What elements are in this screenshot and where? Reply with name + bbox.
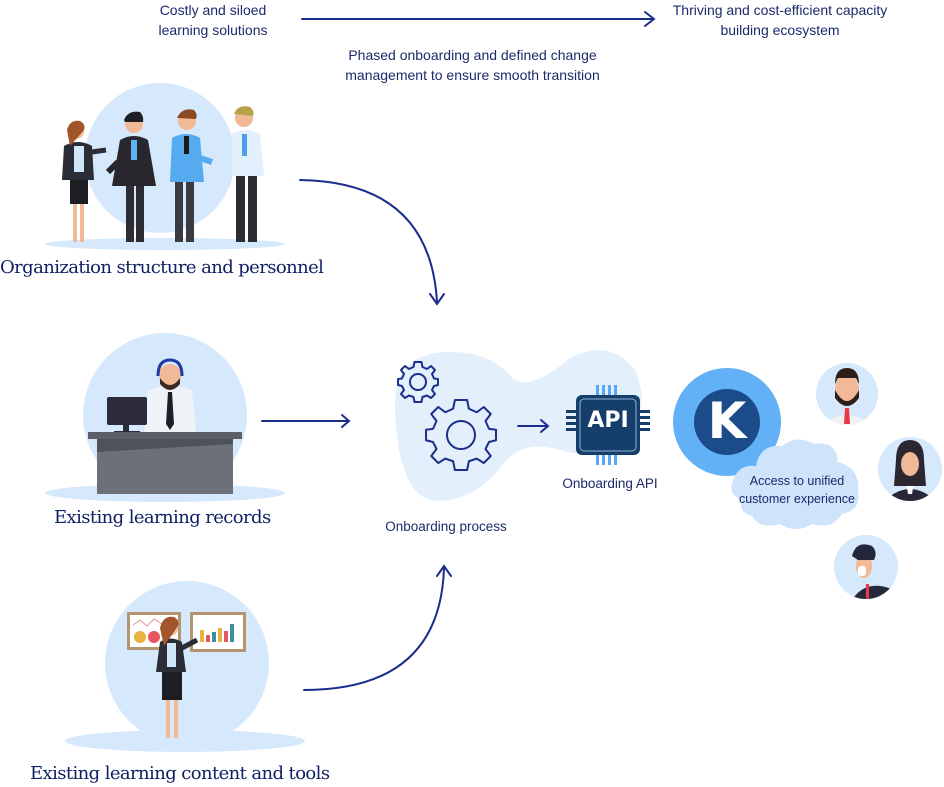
api-chip-text: API xyxy=(587,408,629,433)
cloud-label: Access to unified customer experience xyxy=(738,474,856,506)
customer-avatar-woman xyxy=(878,437,942,501)
arrow-from-organization xyxy=(299,179,438,303)
api-label: Onboarding API xyxy=(562,476,658,491)
to-state-label: Thriving and cost-efficient capacity bui… xyxy=(672,2,888,38)
transition-arrow xyxy=(301,11,656,27)
team-illustration xyxy=(45,83,285,250)
transition-label: Phased onboarding and defined change man… xyxy=(345,47,600,83)
input-label-organization: Organization structure and personnel xyxy=(0,257,324,278)
process-label: Onboarding process xyxy=(385,519,507,534)
gears-icon xyxy=(397,361,498,472)
desk-agent-illustration xyxy=(45,333,285,502)
input-label-content: Existing learning content and tools xyxy=(30,763,330,784)
input-label-records: Existing learning records xyxy=(54,507,271,528)
k-logo-letter: K xyxy=(707,392,747,450)
from-state-label: Costly and siloed learning solutions xyxy=(158,2,268,38)
customer-avatar-man-on-phone xyxy=(834,535,898,599)
cloud-shape xyxy=(731,439,859,529)
presenter-illustration xyxy=(65,581,305,752)
arrow-from-content xyxy=(303,567,445,691)
api-chip-icon xyxy=(566,385,650,465)
k-logo xyxy=(673,368,781,476)
arrow-to-api xyxy=(517,419,550,433)
customer-avatar-bearded-man xyxy=(816,363,878,425)
